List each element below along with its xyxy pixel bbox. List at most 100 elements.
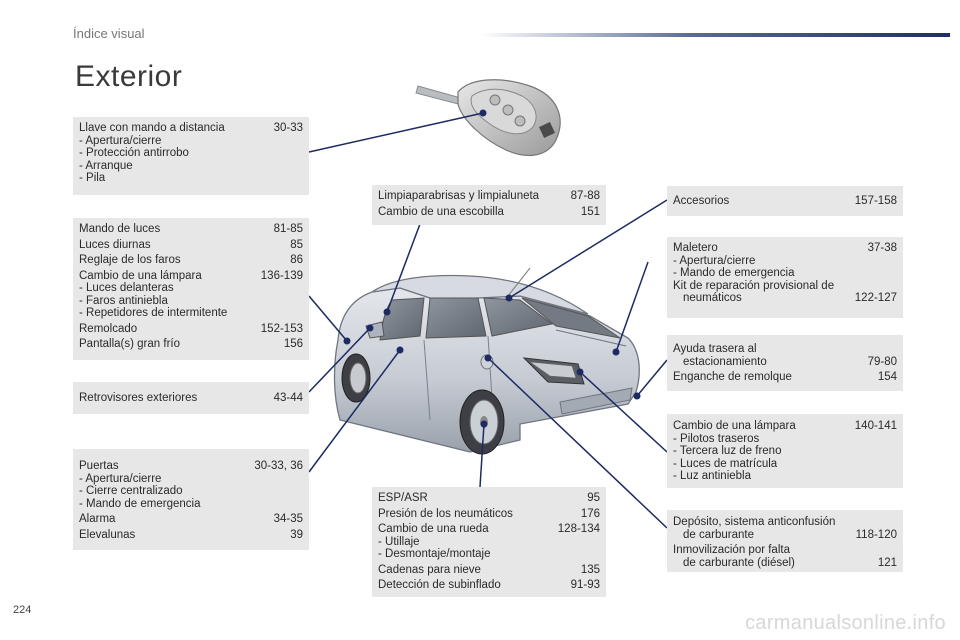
box-mirrors: Retrovisores exteriores 43-44: [73, 382, 309, 414]
sub-entry: Mando de emergencia: [673, 267, 897, 280]
box-trunk: Maletero 37-38 Apertura/cierre Mando de e…: [667, 237, 903, 318]
entry-label: Pantalla(s) gran frío: [79, 338, 180, 350]
entry-row[interactable]: Retrovisores exteriores 43-44: [79, 392, 303, 405]
entry-pages: 118-120: [855, 528, 897, 541]
entry-pages: 136-139: [260, 269, 303, 282]
entry-label: Kit de reparación provisional de: [673, 279, 835, 292]
entry-pages: 156: [283, 338, 303, 350]
sub-entry: Desmontaje/montaje: [378, 548, 600, 561]
box-fuel: Depósito, sistema anticonfusión de carbu…: [667, 510, 903, 572]
page-number: 224: [13, 604, 32, 616]
entry-label: neumáticos: [683, 292, 742, 304]
entry-label: ESP/ASR: [378, 492, 428, 504]
entry-pages: 87-88: [570, 190, 600, 202]
entry-row[interactable]: Llave con mando a distancia 30-33: [79, 122, 303, 135]
entry-pages: 81-85: [273, 223, 303, 235]
sub-entry: Mando de emergencia: [79, 498, 303, 511]
entry-label: Cadenas para nieve: [378, 563, 481, 576]
entry-pages: 95: [587, 492, 600, 504]
entry-row[interactable]: Alarma 34-35: [79, 513, 303, 526]
entry-pages: 91-93: [570, 579, 600, 591]
entry-label: Depósito, sistema anticonfusión: [673, 516, 836, 528]
entry-label: Maletero: [673, 242, 718, 254]
entry-label: Llave con mando a distancia: [79, 122, 225, 134]
entry-row[interactable]: Maletero 37-38: [673, 242, 897, 255]
entry-row[interactable]: neumáticos 122-127: [673, 292, 897, 305]
page-title: Exterior: [75, 60, 183, 93]
entry-row[interactable]: Cambio de una rueda 128-134: [378, 523, 600, 536]
entry-label: Retrovisores exteriores: [79, 392, 198, 404]
key-icon: [415, 79, 561, 157]
sub-entry: Pila: [79, 172, 303, 185]
leader-lines: [308, 112, 668, 529]
entry-pages: 122-127: [854, 292, 897, 304]
entry-pages: 140-141: [854, 420, 897, 432]
entry-row[interactable]: de carburante (diésel)121: [673, 557, 897, 570]
sub-entry: Pilotos traseros: [673, 433, 897, 446]
entry-pages: 30-33, 36: [254, 460, 303, 472]
sub-entry: Apertura/cierre: [79, 473, 303, 486]
entry-pages: 34-35: [273, 513, 303, 525]
sub-entry: Luces de matrícula: [673, 458, 897, 471]
entry-pages: 86: [290, 254, 303, 266]
entry-pages: 37-38: [867, 242, 897, 254]
box-wipers: Limpiaparabrisas y limpialuneta 87-88 Cam…: [372, 185, 606, 225]
sub-entry: Apertura/cierre: [79, 135, 303, 148]
entry-label: Inmovilización por falta: [673, 544, 790, 556]
section-header: Índice visual: [73, 26, 145, 41]
entry-row[interactable]: Reglaje de los faros 86: [79, 254, 303, 267]
leader-dots: [343, 109, 641, 428]
entry-row[interactable]: ESP/ASR 95: [378, 492, 600, 505]
sub-entry: Repetidores de intermitente: [79, 307, 303, 320]
entry-label: Reglaje de los faros: [79, 254, 181, 266]
entry-label: Alarma: [79, 513, 116, 525]
entry-pages: 39: [290, 528, 303, 541]
entry-label: Enganche de remolque: [673, 371, 792, 383]
entry-row[interactable]: Pantalla(s) gran frío 156: [79, 338, 303, 351]
entry-label: Remolcado: [79, 322, 138, 335]
sub-entry: Arranque: [79, 160, 303, 173]
entry-pages: 85: [290, 238, 303, 251]
entry-pages: 151: [580, 205, 600, 218]
entry-label: Presión de los neumáticos: [378, 507, 513, 520]
sub-entry: Apertura/cierre: [673, 255, 897, 268]
entry-pages: 43-44: [273, 392, 303, 404]
entry-label: Accesorios: [673, 195, 730, 207]
car-body: [333, 267, 640, 455]
entry-pages: 30-33: [273, 122, 303, 134]
entry-label: Cambio de una rueda: [378, 523, 489, 535]
sub-entry: Luces delanteras: [79, 282, 303, 295]
entry-label: estacionamiento: [683, 355, 767, 368]
sub-entry: Protección antirrobo: [79, 147, 303, 160]
entry-label: Cambio de una escobilla: [378, 205, 504, 218]
sub-entry: Utillaje: [378, 536, 600, 549]
entry-pages: 128-134: [557, 523, 600, 535]
entry-label: Limpiaparabrisas y limpialuneta: [378, 190, 540, 202]
entry-pages: 121: [877, 556, 897, 569]
entry-row[interactable]: Limpiaparabrisas y limpialuneta 87-88: [378, 190, 600, 203]
entry-row[interactable]: Cambio de una escobilla 151: [378, 206, 600, 219]
entry-label: Ayuda trasera al: [673, 343, 757, 355]
sub-entry: Luz antiniebla: [673, 470, 897, 483]
